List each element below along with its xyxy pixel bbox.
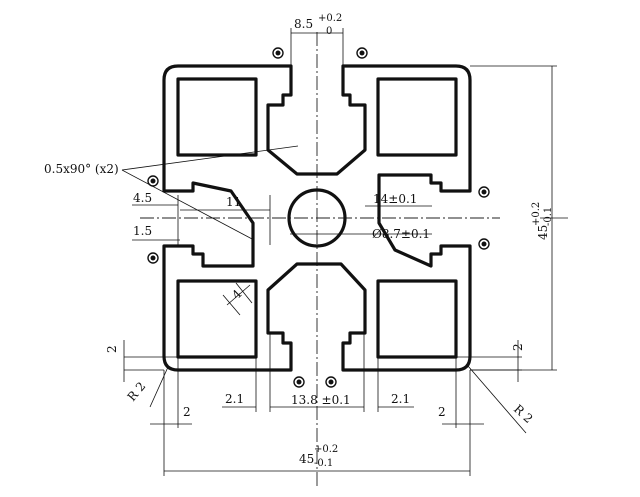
bottom-width-lower: -0.1 <box>314 458 333 469</box>
web-edges <box>267 149 366 291</box>
top-slot-lower: 0 <box>326 26 332 37</box>
dim-4-5-label: 4.5 <box>133 191 152 205</box>
cavity-top-left <box>176 77 258 157</box>
dim-4-label: 4 <box>229 287 245 303</box>
top-slot-upper: +0.2 <box>318 13 342 24</box>
bottom-width-upper: +0.2 <box>314 444 338 455</box>
right-height-upper: +0.2 <box>531 202 542 226</box>
right-height-text: 45 +0.2 -0.1 <box>531 202 554 240</box>
surface-mark-right-upper <box>478 186 490 198</box>
dim-11-label: 11 <box>226 195 241 209</box>
dim-14-label: 14±0.1 <box>373 192 417 206</box>
left-2-label: 2 <box>105 345 119 353</box>
cavity-top-right <box>376 77 458 157</box>
bottom-width-value: 45 <box>299 452 314 466</box>
surface-mark-top-left <box>272 47 284 59</box>
radius-right-label: R 2 <box>511 402 536 426</box>
bottom-2-left-label: 2 <box>183 405 191 419</box>
bottom-13-8-label: 13.8 ±0.1 <box>291 393 351 407</box>
chamfer-label: 0.5x90° (x2) <box>44 162 119 176</box>
radius-right-leader <box>467 365 527 434</box>
bottom-2-1-left-label: 2.1 <box>225 392 244 406</box>
surface-mark-bottom-left <box>293 376 305 388</box>
surface-mark-bottom-right <box>325 376 337 388</box>
chamfer-leader-left <box>121 169 255 241</box>
cavity-bottom-right <box>376 279 458 359</box>
dim-4-ext-2 <box>235 282 253 304</box>
dim-hole-label: Ø8.7±0.1 <box>372 227 430 241</box>
right-height-lower: -0.1 <box>543 207 554 226</box>
surface-mark-top-right <box>356 47 368 59</box>
dim-4-ext-1 <box>222 294 241 316</box>
center-hole <box>287 188 347 248</box>
top-slot-value: 8.5 <box>294 17 313 31</box>
chamfer-leader-top <box>121 145 299 171</box>
bottom-2-right-label: 2 <box>438 405 446 419</box>
right-height-value: 45 <box>536 225 550 240</box>
right-2-label: 2 <box>511 343 525 351</box>
surface-mark-right-lower <box>478 238 490 250</box>
dim-1-5-label: 1.5 <box>133 224 152 238</box>
cavity-bottom-left <box>176 279 258 359</box>
radius-left-label: R 2 <box>125 379 149 404</box>
dim-4-line <box>226 284 251 306</box>
surface-mark-left-lower <box>147 252 159 264</box>
radius-left-leader <box>149 366 169 408</box>
bottom-2-1-right-label: 2.1 <box>391 392 410 406</box>
